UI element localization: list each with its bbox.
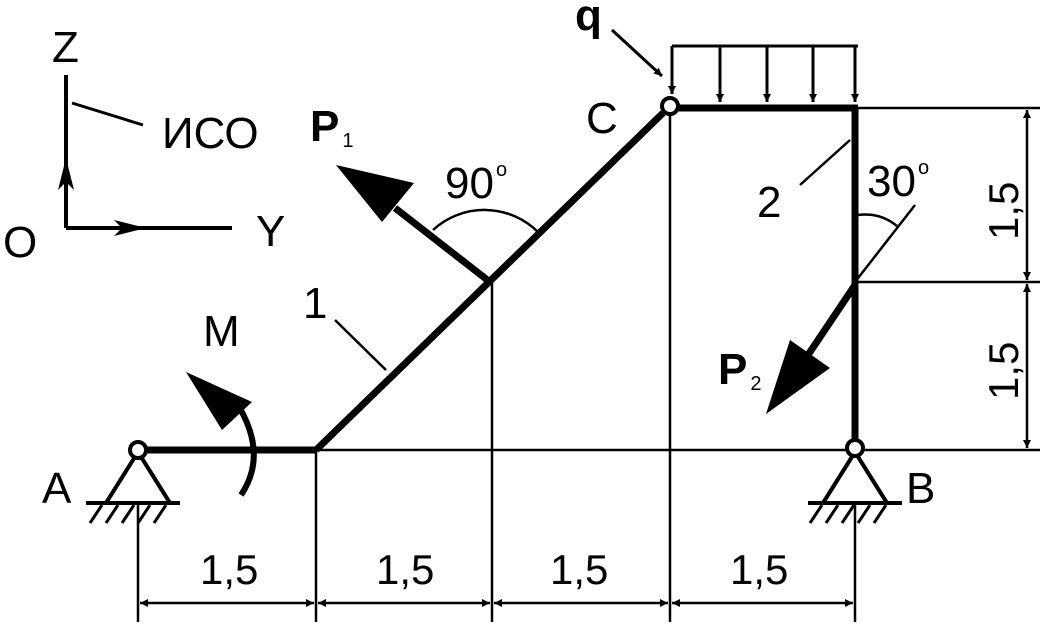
load-q-label: q (575, 0, 602, 40)
rod-1-label: 1 (303, 279, 327, 328)
hinge-c (660, 96, 680, 116)
q-pointer-arrow (610, 28, 664, 78)
z-axis-arrowhead (58, 158, 74, 190)
point-c-label: C (586, 94, 618, 143)
dim-h-2-label: 1,5 (376, 546, 434, 593)
force-p1 (336, 165, 493, 285)
support-a-triangle (104, 450, 172, 505)
dim-h-4-label: 1,5 (730, 546, 788, 593)
angle-30-line (854, 204, 916, 283)
angle-90-arc (432, 208, 539, 233)
moment-arrowhead (186, 372, 252, 430)
z-axis-label: Z (52, 23, 79, 72)
y-axis-arrowhead (114, 220, 146, 236)
dim-h-1-label: 1,5 (200, 546, 258, 593)
moment-label: M (203, 307, 240, 356)
p1-arrowhead (336, 165, 414, 222)
reference-lines (136, 106, 1040, 622)
support-a (86, 440, 180, 524)
hinge-b (845, 438, 865, 458)
rod2-leader (799, 139, 851, 186)
point-a-label: A (42, 464, 72, 513)
moment-arc (235, 403, 257, 497)
point-b-label: B (906, 464, 935, 513)
support-b (808, 438, 902, 524)
support-a-hatch (88, 504, 168, 524)
origin-label: O (3, 218, 37, 267)
moment-m (186, 372, 257, 497)
rod1-leader (334, 319, 387, 371)
y-axis-label: Y (256, 207, 285, 256)
angle-30-arc (857, 213, 898, 227)
p2-shaft (805, 283, 858, 357)
hinge-a (128, 440, 148, 460)
coordinate-frame: Z Y O ИСО (3, 23, 285, 267)
dim-h-3-label: 1,5 (550, 546, 608, 593)
dim-v-1-label: 1,5 (980, 182, 1027, 240)
dimension-lines (140, 110, 1031, 607)
p1-shaft (392, 205, 493, 285)
distributed-load-q (610, 28, 859, 102)
dim-v-2-label: 1,5 (980, 342, 1027, 400)
frame-label: ИСО (162, 109, 259, 158)
rod-2-label: 2 (757, 178, 781, 227)
force-p2 (766, 283, 858, 414)
support-b-triangle (821, 450, 889, 505)
p2-arrowhead (766, 340, 830, 414)
support-b-hatch (808, 504, 888, 524)
frame-leader-line (71, 101, 144, 127)
